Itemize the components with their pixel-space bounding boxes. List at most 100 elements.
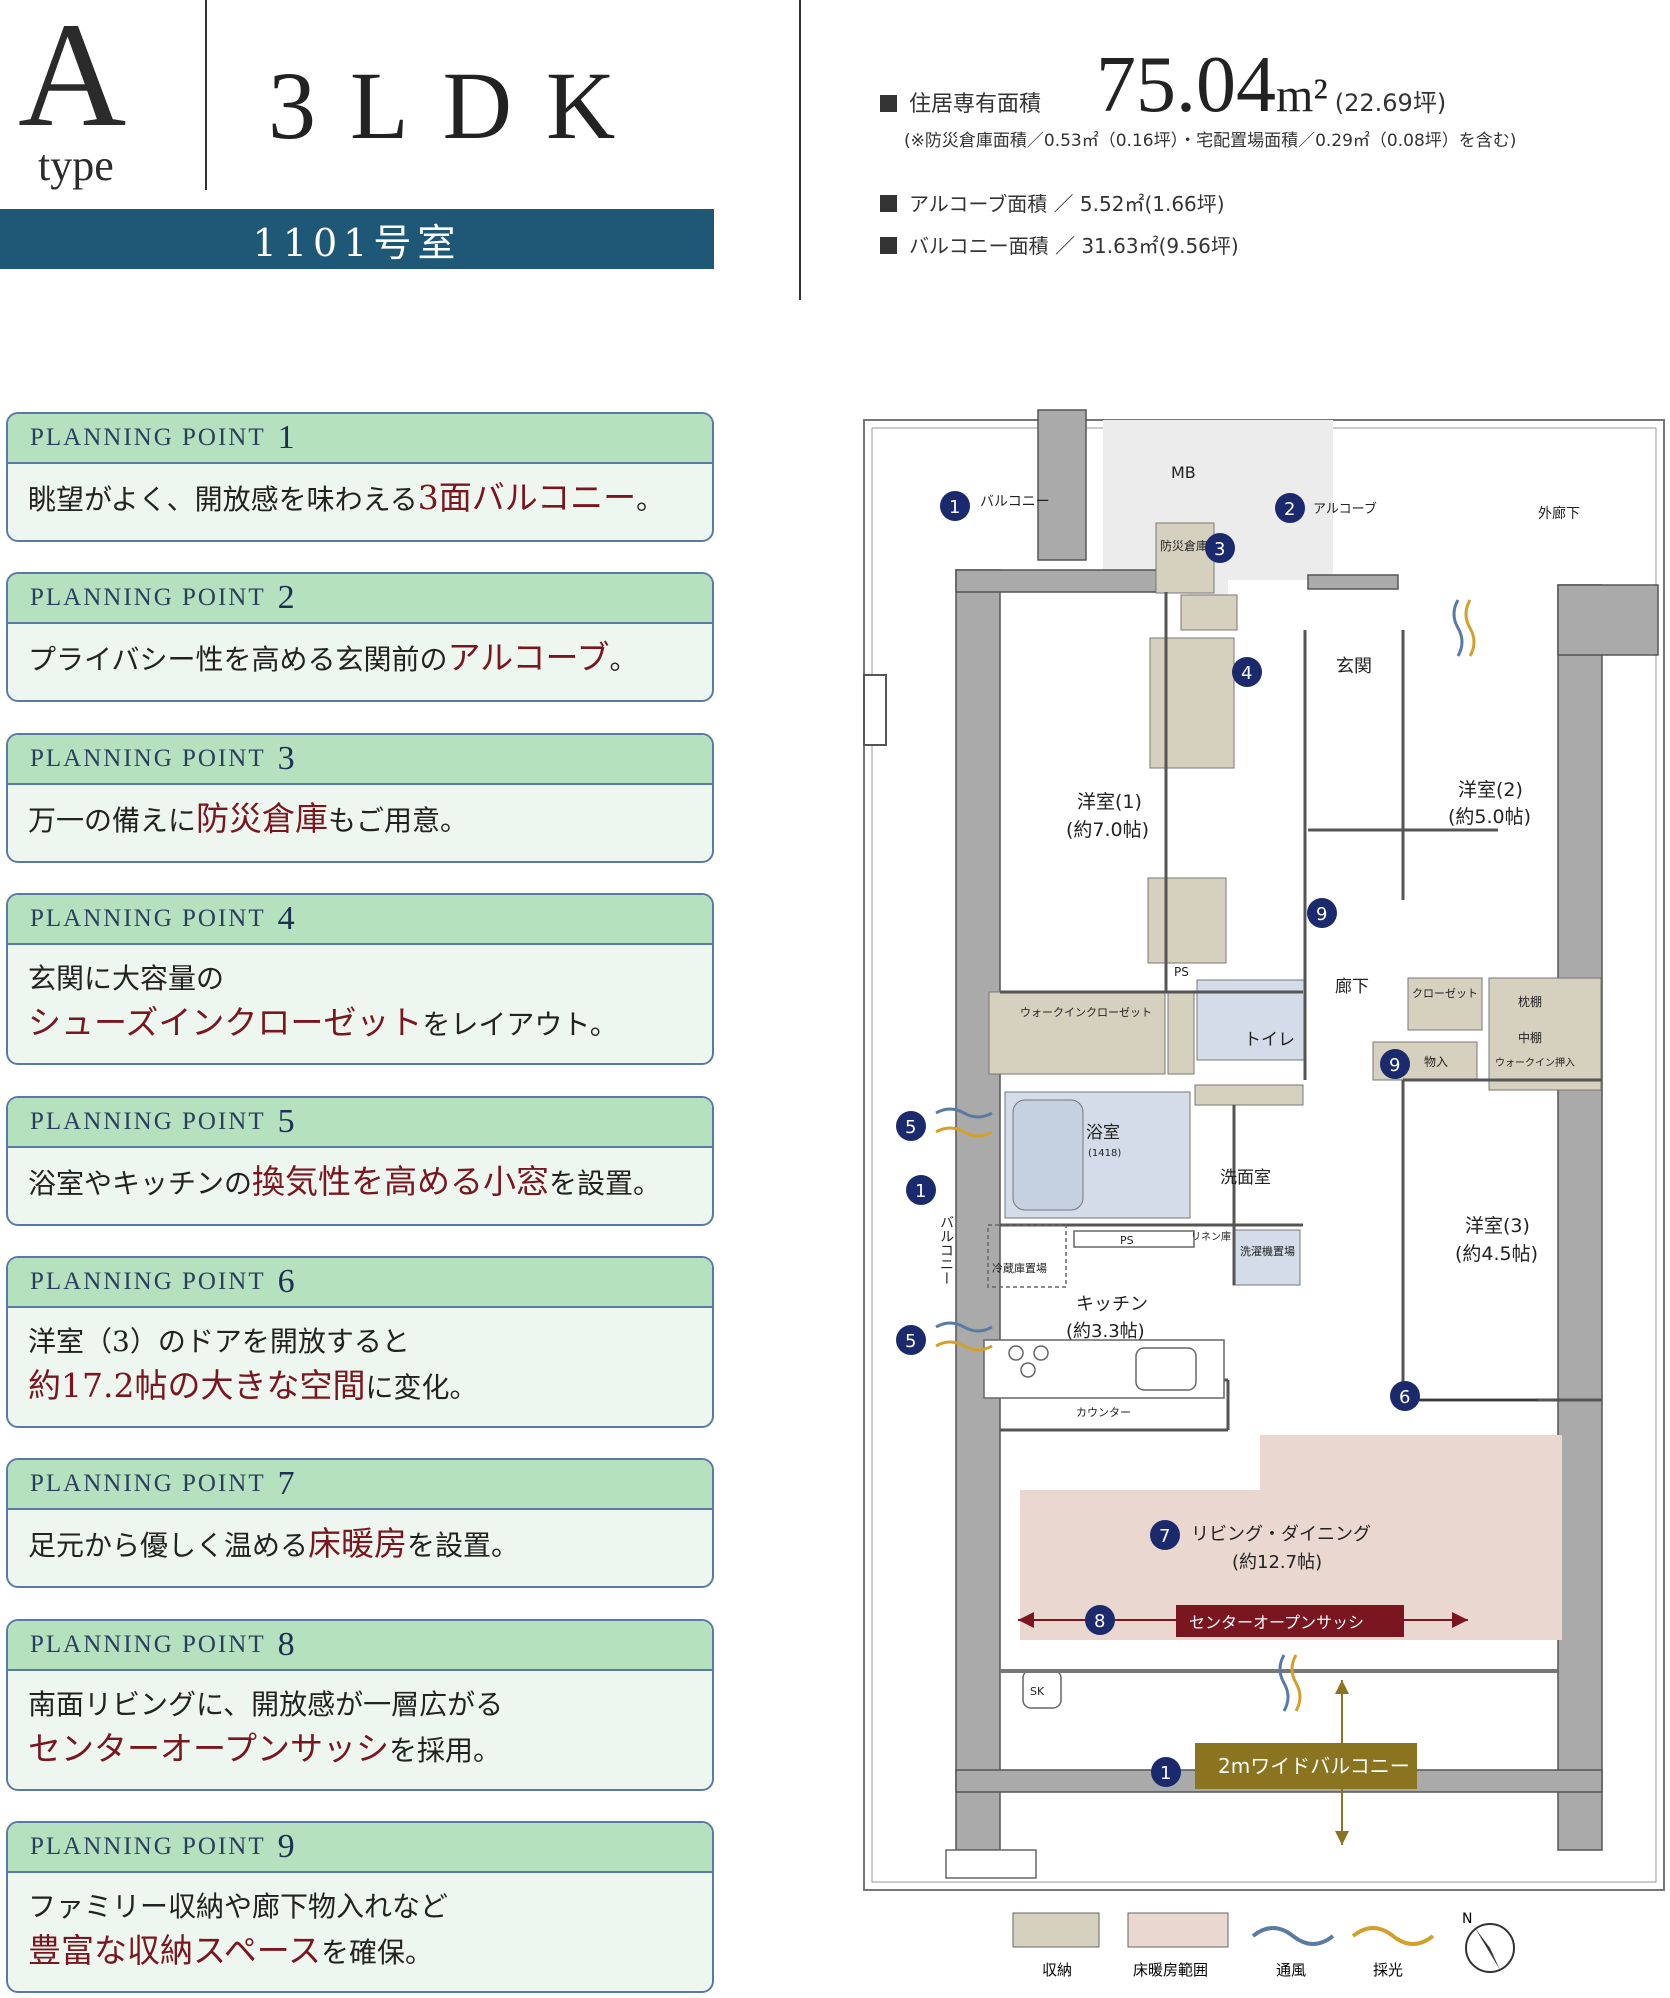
planning-point-segment: を設置。	[407, 1529, 520, 1562]
alcove-label: アルコーブ	[1313, 501, 1377, 517]
planning-point-segment: を確保。	[321, 1936, 434, 1969]
planning-point-card-2: PLANNING POINT 2 プライバシー性を高める玄関前のアルコーブ。	[6, 572, 714, 702]
legend: 収納 床暖房範囲 通風 採光	[1012, 1912, 1435, 1979]
room1-label: 洋室(1)	[1077, 791, 1142, 813]
exclusive-area-label: 住居専有面積	[909, 92, 1042, 117]
plan-labels: バルコニー MB アルコーブ 外廊下 防災倉庫 玄関 洋室(1) (約7.0帖)…	[980, 463, 1580, 1698]
planning-point-text: 浴室やキッチンの換気性を高める小窓を設置。	[8, 1148, 712, 1218]
wide-balcony-label: 2mワイドバルコニー	[1218, 1754, 1410, 1778]
square-bullet-icon	[880, 237, 897, 254]
svg-text:1: 1	[915, 1181, 926, 1202]
svg-text:9: 9	[1389, 1055, 1400, 1076]
planning-point-heading: PLANNING POINT 8	[8, 1621, 712, 1671]
badge-9-b: 9	[1380, 1049, 1410, 1079]
planning-point-text: ファミリー収納や廊下物入れなど豊富な収納スペースを確保。	[8, 1873, 712, 1987]
storage-areas	[988, 522, 1602, 1106]
svg-text:5: 5	[905, 1331, 916, 1352]
planning-point-segment: を設置。	[549, 1167, 662, 1200]
svg-text:5: 5	[905, 1117, 916, 1138]
planning-point-highlight: 3面バルコニー	[417, 478, 637, 517]
svg-text:6: 6	[1399, 1387, 1410, 1408]
layout-title: 3LDK	[268, 52, 650, 159]
planning-point-number: 9	[277, 1828, 297, 1865]
bath-label: 浴室	[1086, 1123, 1120, 1143]
planning-point-segment: 。	[609, 643, 638, 676]
room2-label: 洋室(2)	[1458, 779, 1523, 801]
storage-label: 防災倉庫	[1160, 538, 1208, 553]
planning-point-segment: 南面リビングに、開放感が一層広がる	[28, 1688, 504, 1721]
planning-point-text: 南面リビングに、開放感が一層広がるセンターオープンサッシを採用。	[8, 1671, 712, 1785]
room1-size: (約7.0帖)	[1066, 819, 1149, 841]
exclusive-area-value: 75.04m²	[1096, 41, 1328, 129]
planning-point-number: 5	[277, 1103, 297, 1140]
badge-9-a: 9	[1307, 898, 1337, 928]
badge-8: 8	[1085, 1605, 1115, 1635]
planning-point-highlight: シューズインクローゼット	[28, 1003, 423, 1042]
planning-point-segment: 洋室（3）のドアを開放すると	[28, 1325, 410, 1358]
planning-point-segment: 。	[636, 483, 665, 516]
entrance-label: 玄関	[1336, 656, 1372, 677]
wide-balcony-banner: 2mワイドバルコニー	[1195, 1680, 1417, 1845]
planning-point-segment: を採用。	[389, 1734, 502, 1767]
planning-point-segment: ファミリー収納や廊下物入れなど	[28, 1890, 449, 1923]
planning-point-segment: 浴室やキッチンの	[28, 1167, 253, 1200]
planning-point-text: プライバシー性を高める玄関前のアルコーブ。	[8, 624, 712, 694]
planning-point-text: 眺望がよく、開放感を味わえる3面バルコニー。	[8, 464, 712, 534]
ps-label-2: PS	[1120, 1234, 1134, 1247]
walk-in-closet-label: ウォークインクローゼット	[1020, 1006, 1152, 1019]
badge-2: 2	[1275, 493, 1305, 523]
planning-point-number: 8	[277, 1626, 297, 1663]
toilet-label: トイレ	[1244, 1030, 1295, 1050]
planning-point-segment: 足元から優しく温める	[28, 1529, 309, 1562]
washer-label: 洗濯機置場	[1240, 1244, 1295, 1258]
planning-point-heading: PLANNING POINT 2	[8, 574, 712, 624]
room2-size: (約5.0帖)	[1448, 806, 1531, 828]
badge-4: 4	[1232, 657, 1262, 687]
badge-1-side: 1	[906, 1175, 936, 1205]
badge-5-a: 5	[896, 1111, 926, 1141]
column-left	[863, 674, 887, 746]
balcony-label: バルコニー	[980, 494, 1050, 510]
hallway-label: 廊下	[1335, 977, 1369, 997]
svg-text:3: 3	[1214, 539, 1225, 560]
alcove-area: アルコーブ面積 ／ 5.52㎡(1.66坪)	[880, 188, 1225, 217]
exclusive-note: (※防災倉庫面積／0.53㎡（0.16坪）・宅配置場面積／0.29㎡（0.08坪…	[904, 131, 1517, 151]
badge-1-bottom: 1	[1151, 1757, 1181, 1787]
planning-point-number: 2	[277, 579, 297, 616]
storage-item-label: 物入	[1424, 1055, 1448, 1069]
mb-label: MB	[1171, 463, 1196, 482]
floor-plan: バルコニー MB アルコーブ 外廊下 防災倉庫 玄関 洋室(1) (約7.0帖)…	[858, 380, 1670, 1994]
legend-storage-swatch	[1012, 1912, 1100, 1948]
planning-point-card-8: PLANNING POINT 8 南面リビングに、開放感が一層広がるセンターオープン…	[6, 1619, 714, 1791]
sk-label: SK	[1030, 1685, 1045, 1698]
pillow-shelf-label: 枕棚	[1518, 994, 1542, 1009]
balcony-area: バルコニー面積 ／ 31.63㎡(9.56坪)	[880, 230, 1239, 259]
planning-point-highlight: 防災倉庫	[196, 799, 329, 838]
exclusive-tsubo: (22.69坪)	[1334, 89, 1447, 117]
planning-point-title: PLANNING POINT	[30, 584, 266, 611]
planning-point-number: 4	[277, 900, 297, 937]
badge-7: 7	[1150, 1520, 1180, 1550]
legend-ventilation-swatch	[1251, 1926, 1335, 1946]
ps-label-1: PS	[1174, 965, 1189, 979]
outer-corridor-label: 外廊下	[1538, 505, 1580, 522]
planning-point-title: PLANNING POINT	[30, 745, 266, 772]
exclusive-value: 75.04	[1096, 41, 1277, 129]
exclusive-area: 住居専有面積 75.04m² (22.69坪)	[880, 40, 1660, 131]
planning-point-title: PLANNING POINT	[30, 1631, 266, 1658]
planning-point-title: PLANNING POINT	[30, 1470, 266, 1497]
planning-point-title: PLANNING POINT	[30, 1833, 266, 1860]
type-word: type	[38, 141, 114, 190]
planning-point-number: 1	[277, 419, 297, 456]
svg-text:9: 9	[1316, 904, 1327, 925]
header-divider-2	[799, 0, 801, 300]
svg-text:4: 4	[1241, 663, 1252, 684]
exclusive-unit: m²	[1276, 69, 1328, 122]
